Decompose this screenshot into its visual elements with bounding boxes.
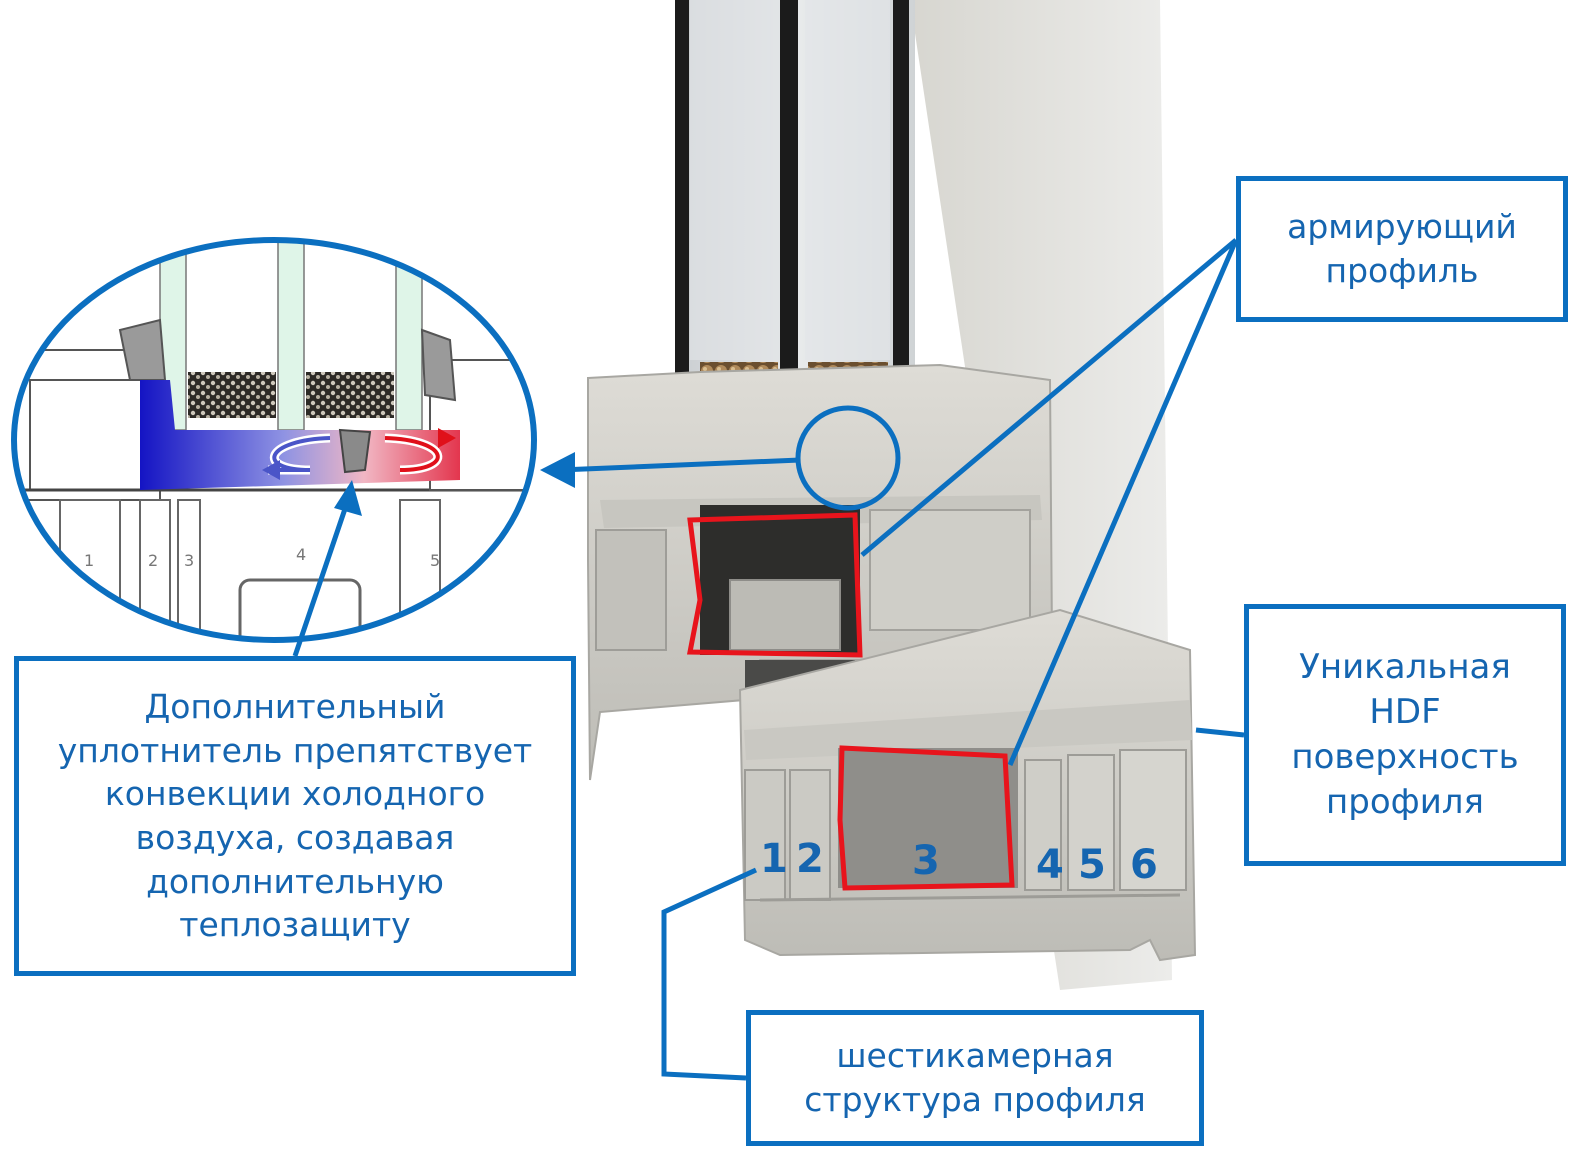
chamber-number: 3 <box>912 838 940 884</box>
detail-chamber-number: 5 <box>430 551 440 570</box>
callout-line: армирующий <box>1287 207 1517 247</box>
hdf-surface-callout: Уникальная HDF поверхность профиля <box>1244 604 1566 866</box>
callout-line: Уникальная <box>1299 647 1511 688</box>
callout-line: теплозащиту <box>179 905 411 945</box>
callout-line: профиля <box>1326 781 1484 822</box>
detail-chamber-number: 1 <box>84 551 94 570</box>
profile-photo <box>587 0 1197 990</box>
callout-line: шестикамерная <box>836 1036 1114 1076</box>
leader-lines <box>292 238 1245 1081</box>
leader-arrow-icon <box>334 480 362 516</box>
chamber-number: 5 <box>1078 842 1106 888</box>
detail-chamber-number: 3 <box>184 551 194 570</box>
detail-chamber-number: 4 <box>296 545 306 564</box>
six-chamber-callout: шестикамерная структура профиля <box>746 1010 1204 1146</box>
chamber-number: 1 <box>760 836 788 882</box>
callout-line: воздуха, создавая <box>135 818 455 857</box>
chamber-number: 4 <box>1036 842 1064 888</box>
chamber-number: 2 <box>796 836 824 882</box>
callout-line: профиль <box>1325 251 1479 290</box>
callout-line: HDF <box>1369 692 1441 733</box>
callout-line: поверхность <box>1291 737 1519 777</box>
chamber-number: 6 <box>1130 842 1158 888</box>
extra-seal-callout: Дополнительный уплотнитель препятствует … <box>14 656 576 976</box>
chamber-numbers: 1 2 3 4 5 6 <box>760 836 1158 888</box>
detail-magnifier: 1 2 3 4 5 <box>11 237 537 643</box>
callout-line: уплотнитель препятствует <box>57 730 533 770</box>
callout-line: структура профиля <box>804 1080 1146 1119</box>
callout-line: дополнительную <box>146 861 444 901</box>
reinforcing-profile-callout: армирующий профиль <box>1236 176 1568 322</box>
detail-chamber-number: 2 <box>148 551 158 570</box>
callout-line: Дополнительный <box>144 687 446 727</box>
leader-arrow-icon <box>540 452 575 488</box>
callout-line: конвекции холодного <box>104 774 486 814</box>
